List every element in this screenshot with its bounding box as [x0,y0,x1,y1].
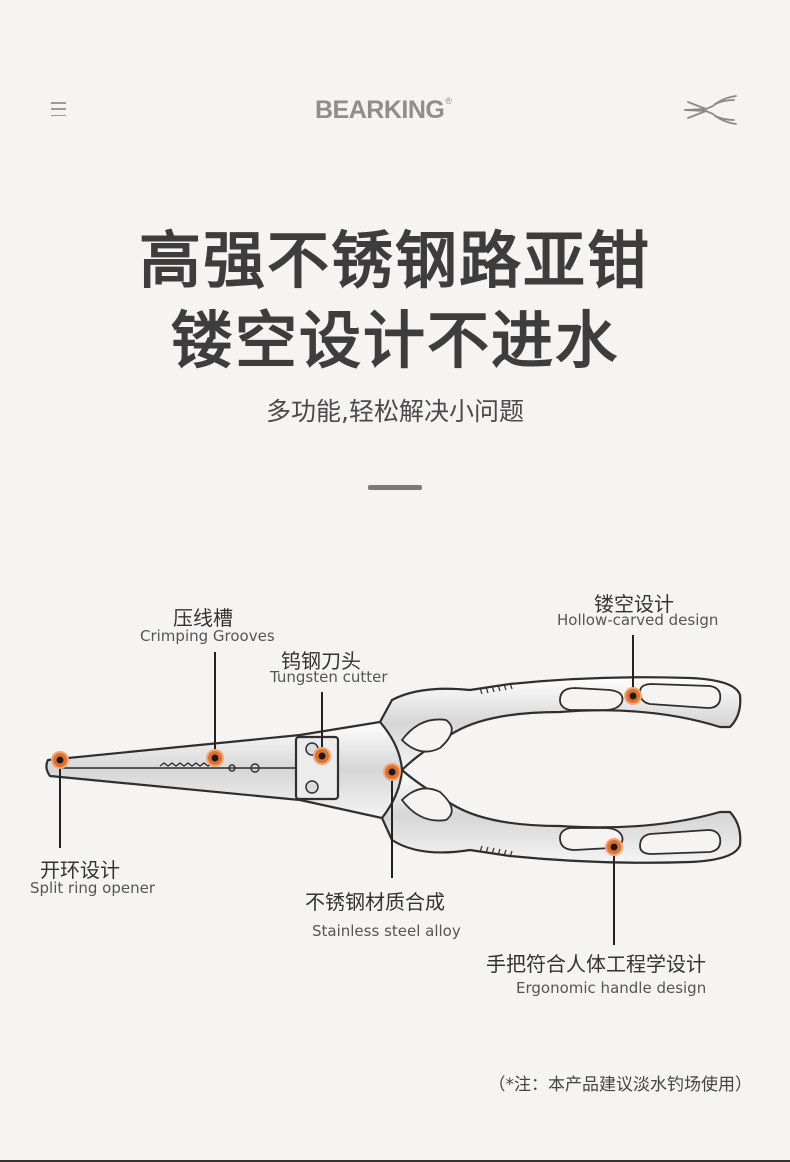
hamburger-menu-icon[interactable] [51,102,66,116]
jaw [45,720,404,820]
pliers-icon[interactable] [682,92,740,128]
registered-mark: ® [445,96,452,106]
headline-line-2: 镂空设计不进水 [170,304,619,377]
bottom-divider [0,1160,790,1162]
ergonomic-label-cn: 手把符合人体工程学设计 [486,952,706,976]
pliers-diagram [45,635,742,945]
brand-name: BEARKING [315,96,445,124]
headline-line-1: 高强不锈钢路亚钳 [138,224,651,297]
tungsten-label-en: Tungsten cutter [270,668,388,686]
steel-label-cn: 不锈钢材质合成 [305,890,445,914]
usage-note: （*注：本产品建议淡水钓场使用） [488,1075,753,1095]
split-ring-label-en: Split ring opener [30,879,155,897]
steel-label-en: Stainless steel alloy [312,922,461,940]
split-ring-label-cn: 开环设计 [40,858,120,882]
ergonomic-label-en: Ergonomic handle design [516,979,707,997]
hero-subtitle: 多功能,轻松解决小问题 [266,397,524,426]
tungsten-label-cn: 钨钢刀头 [281,649,361,673]
brand-logo[interactable]: BEARKING® [315,96,452,125]
hollow-label-en: Hollow-carved design [557,611,719,629]
section-divider [368,485,422,490]
crimping-label-en: Crimping Grooves [140,627,275,645]
hollow-label-cn: 镂空设计 [594,592,674,616]
crimping-label-cn: 压线槽 [173,606,233,630]
